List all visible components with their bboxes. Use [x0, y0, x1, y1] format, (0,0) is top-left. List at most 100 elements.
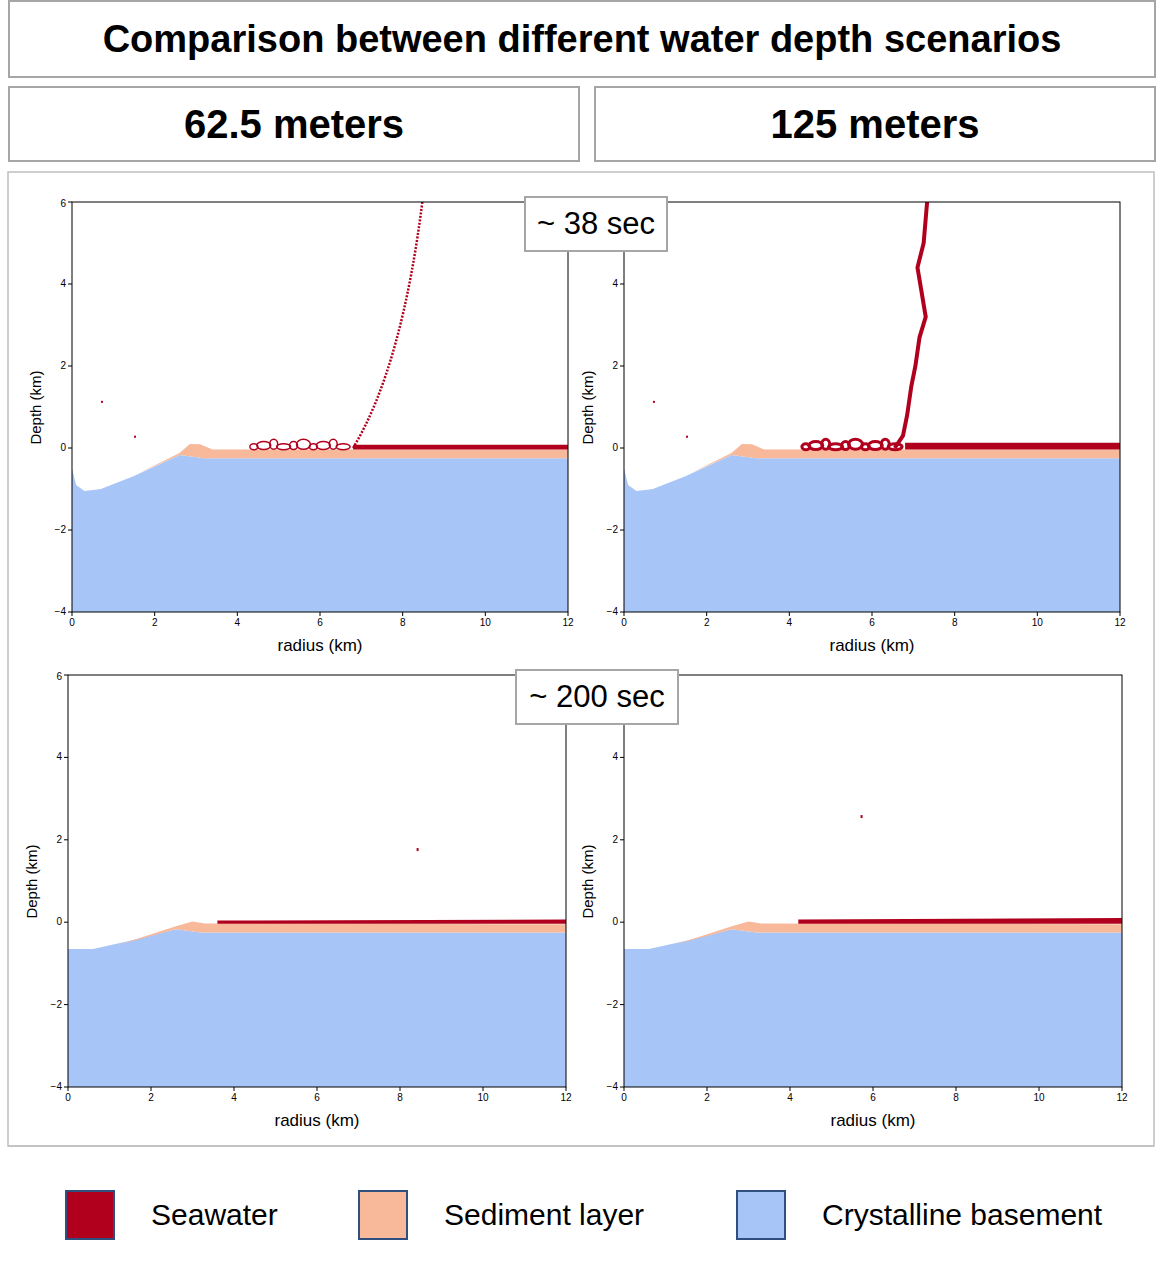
tick-label: 2 [704, 618, 710, 628]
tick [483, 1087, 484, 1091]
plot-group [64, 194, 1122, 1095]
tick [64, 839, 68, 840]
tick-label: 4 [612, 279, 618, 289]
tick-label: 12 [562, 618, 573, 628]
axis-label: Depth (km) [28, 370, 43, 444]
tick-label: −2 [607, 1000, 618, 1010]
seawater [217, 920, 566, 924]
tick-label: 6 [60, 199, 66, 209]
tick-label: 6 [317, 618, 323, 628]
tick-label: −4 [607, 607, 618, 617]
tick-label: −4 [55, 607, 66, 617]
tick [620, 612, 624, 613]
tick-label: 4 [56, 752, 62, 762]
tick [620, 1087, 624, 1088]
node-text: 125 meters [770, 102, 979, 147]
tick [64, 675, 68, 676]
axes-frame [624, 202, 1120, 612]
water-debris [336, 444, 350, 450]
tick [1037, 612, 1038, 616]
legend-swatch [358, 1190, 408, 1240]
tick-label: 2 [56, 835, 62, 845]
tick-label: 8 [952, 618, 958, 628]
tick [624, 1087, 625, 1091]
fragment [861, 815, 863, 818]
tick-label: −4 [51, 1082, 62, 1092]
tick-label: 2 [152, 618, 158, 628]
seawater [353, 445, 568, 450]
axis-label: radius (km) [830, 1112, 915, 1129]
tick-label: 12 [1116, 1093, 1127, 1103]
water-debris [277, 444, 291, 450]
tick-label: 10 [1033, 1093, 1044, 1103]
tick-label: 10 [477, 1093, 488, 1103]
legend-text: Sediment layer [444, 1200, 644, 1230]
tick-label: 6 [870, 1093, 876, 1103]
water-debris [257, 442, 271, 450]
basement [68, 929, 566, 1087]
tick-label: 0 [65, 1093, 71, 1103]
tick [237, 612, 238, 616]
tick [68, 202, 72, 203]
cross-section [68, 848, 566, 1087]
sediment [674, 921, 1122, 945]
tick [620, 366, 624, 367]
panel-divider [8, 1145, 1154, 1147]
tick-label: 8 [400, 618, 406, 628]
tick [485, 612, 486, 616]
tick [620, 284, 624, 285]
fragment [686, 436, 688, 438]
tick-label: 8 [397, 1093, 403, 1103]
tick [620, 839, 624, 840]
basement [624, 455, 1120, 612]
tick [789, 612, 790, 616]
seawater [798, 918, 1122, 924]
tick [706, 612, 707, 616]
tick [620, 448, 624, 449]
axis-label: radius (km) [274, 1112, 359, 1129]
tick-label: 0 [56, 917, 62, 927]
tick-label: 2 [612, 361, 618, 371]
tick-label: 4 [60, 279, 66, 289]
plot-panel [8, 172, 1154, 1146]
tick [872, 612, 873, 616]
tick-label: 8 [953, 1093, 959, 1103]
tick-label: 10 [480, 618, 491, 628]
node-text: 62.5 meters [184, 102, 404, 147]
tick [64, 922, 68, 923]
basement [624, 929, 1122, 1087]
tick [154, 612, 155, 616]
tick [400, 1087, 401, 1091]
node-text: ~ 38 sec [537, 206, 655, 242]
tick [620, 530, 624, 531]
tick-label: 0 [621, 1093, 627, 1103]
basement [72, 455, 568, 612]
tick-label: 12 [560, 1093, 571, 1103]
tick-label: 0 [612, 443, 618, 453]
legend-swatch [736, 1190, 786, 1240]
tick [234, 1087, 235, 1091]
tick [566, 1087, 567, 1091]
tick [624, 612, 625, 616]
axes-frame [72, 202, 568, 612]
cross-section [72, 202, 568, 612]
tick [402, 612, 403, 616]
tick-label: 12 [1114, 618, 1125, 628]
tick-label: 2 [612, 835, 618, 845]
tick [317, 1087, 318, 1091]
legend-text: Crystalline basement [822, 1200, 1102, 1230]
tick-label: −4 [607, 1082, 618, 1092]
tick [68, 284, 72, 285]
axis-label: radius (km) [829, 637, 914, 654]
legend-text: Seawater [151, 1200, 278, 1230]
tick-label: 4 [787, 618, 793, 628]
tick [68, 1087, 69, 1091]
tick-label: 4 [787, 1093, 793, 1103]
tick [68, 612, 72, 613]
tick-label: 4 [235, 618, 241, 628]
tick [72, 612, 73, 616]
tick [620, 1004, 624, 1005]
tick-label: 2 [148, 1093, 154, 1103]
tick [64, 1087, 68, 1088]
fragment [417, 848, 419, 851]
